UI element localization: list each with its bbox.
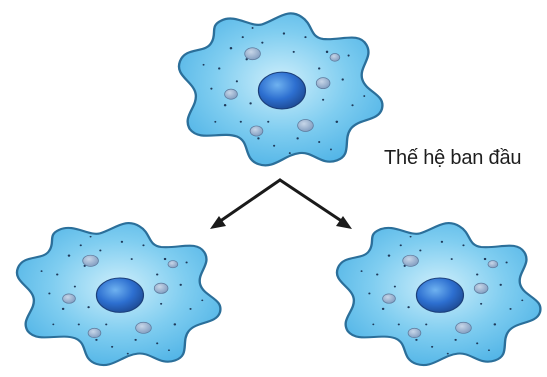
- division-arrows: [216, 180, 346, 224]
- arrow-right: [280, 180, 346, 224]
- parent-amoeba: [179, 13, 382, 165]
- daughter-amoeba-left: [17, 223, 220, 365]
- daughter-amoeba-right: [337, 223, 540, 365]
- arrow-left: [216, 180, 280, 224]
- generation-label: Thế hệ ban đầu: [384, 147, 521, 170]
